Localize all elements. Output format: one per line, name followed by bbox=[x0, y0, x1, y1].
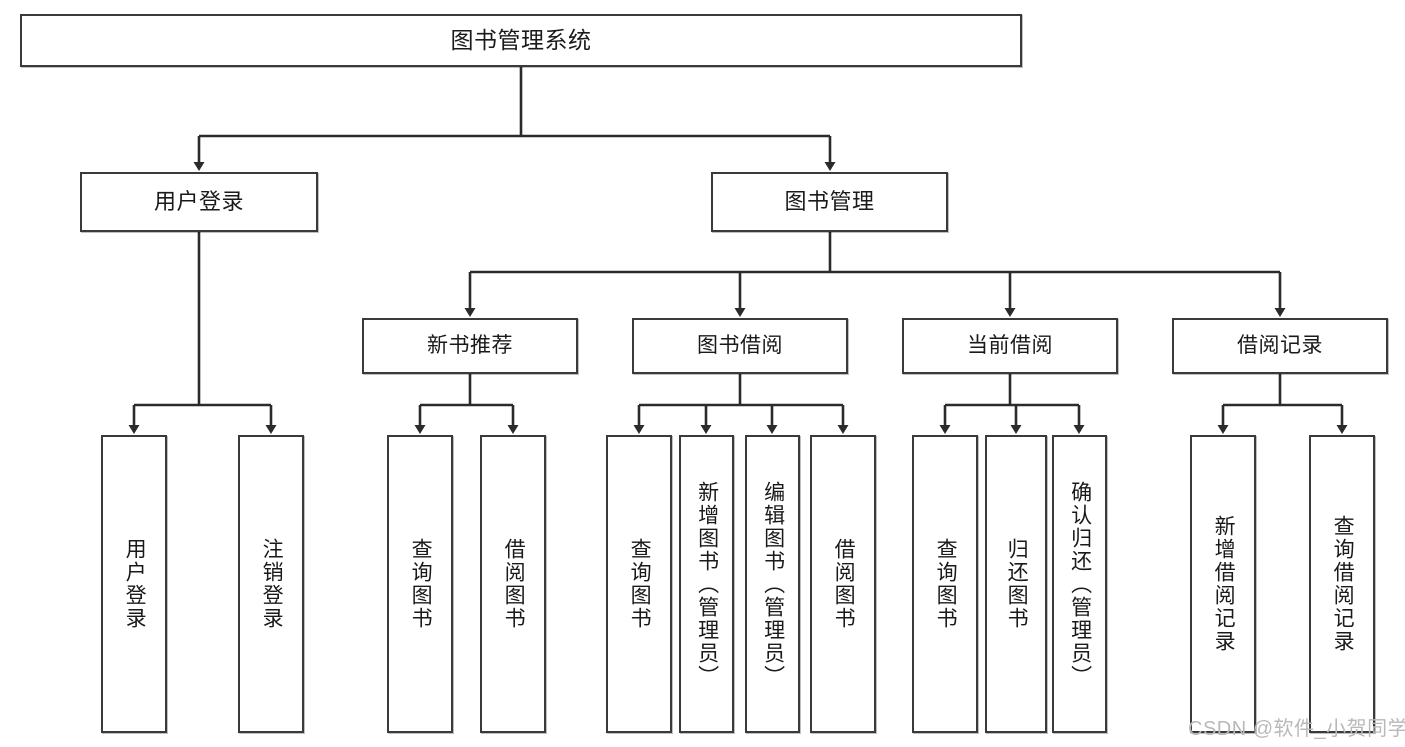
leaf-bb-borrow-label: 借阅图书 bbox=[832, 538, 856, 630]
leaf-user-login[interactable]: 用户登录 bbox=[101, 435, 167, 733]
leaf-cb-query[interactable]: 查询图书 bbox=[912, 435, 978, 733]
node-user-login-label: 用户登录 bbox=[153, 189, 244, 215]
leaf-br-query-label: 查询借阅记录 bbox=[1331, 515, 1355, 653]
leaf-bb-query-label: 查询图书 bbox=[628, 538, 652, 630]
node-book-manage-label: 图书管理 bbox=[784, 189, 875, 215]
leaf-br-add[interactable]: 新增借阅记录 bbox=[1190, 435, 1256, 733]
node-user-login[interactable]: 用户登录 bbox=[80, 172, 318, 232]
node-book-borrow[interactable]: 图书借阅 bbox=[632, 318, 848, 374]
leaf-bb-add[interactable]: 新增图书（管理员） bbox=[679, 435, 734, 733]
node-borrow-record[interactable]: 借阅记录 bbox=[1172, 318, 1388, 374]
leaf-cb-confirm-label: 确认归还（管理员） bbox=[1068, 480, 1092, 688]
leaf-rec-query-label: 查询图书 bbox=[409, 538, 433, 630]
leaf-user-logout-label: 注销登录 bbox=[260, 538, 284, 630]
leaf-cb-return-label: 归还图书 bbox=[1005, 538, 1029, 630]
leaf-user-logout[interactable]: 注销登录 bbox=[238, 435, 304, 733]
node-borrow-record-label: 借阅记录 bbox=[1237, 333, 1323, 357]
node-current-borrow-label: 当前借阅 bbox=[967, 333, 1053, 357]
leaf-cb-query-label: 查询图书 bbox=[934, 538, 958, 630]
leaf-rec-query[interactable]: 查询图书 bbox=[387, 435, 453, 733]
node-new-book-rec[interactable]: 新书推荐 bbox=[362, 318, 578, 374]
leaf-rec-borrow[interactable]: 借阅图书 bbox=[480, 435, 546, 733]
node-current-borrow[interactable]: 当前借阅 bbox=[902, 318, 1118, 374]
node-new-book-rec-label: 新书推荐 bbox=[427, 333, 513, 357]
leaf-bb-query[interactable]: 查询图书 bbox=[606, 435, 672, 733]
node-book-borrow-label: 图书借阅 bbox=[697, 333, 783, 357]
leaf-br-add-label: 新增借阅记录 bbox=[1212, 515, 1236, 653]
leaf-bb-borrow[interactable]: 借阅图书 bbox=[810, 435, 876, 733]
leaf-cb-return[interactable]: 归还图书 bbox=[985, 435, 1047, 733]
leaf-bb-add-label: 新增图书（管理员） bbox=[695, 480, 719, 688]
node-root-label: 图书管理系统 bbox=[450, 27, 592, 54]
leaf-bb-edit[interactable]: 编辑图书（管理员） bbox=[745, 435, 800, 733]
csdn-watermark: CSDN @软件_小贺同学 bbox=[1188, 718, 1405, 740]
node-book-manage[interactable]: 图书管理 bbox=[711, 172, 948, 232]
leaf-user-login-label: 用户登录 bbox=[123, 538, 147, 630]
leaf-cb-confirm[interactable]: 确认归还（管理员） bbox=[1052, 435, 1107, 733]
leaf-bb-edit-label: 编辑图书（管理员） bbox=[761, 480, 785, 688]
node-root[interactable]: 图书管理系统 bbox=[20, 14, 1022, 67]
leaf-br-query[interactable]: 查询借阅记录 bbox=[1309, 435, 1375, 733]
leaf-rec-borrow-label: 借阅图书 bbox=[502, 538, 526, 630]
